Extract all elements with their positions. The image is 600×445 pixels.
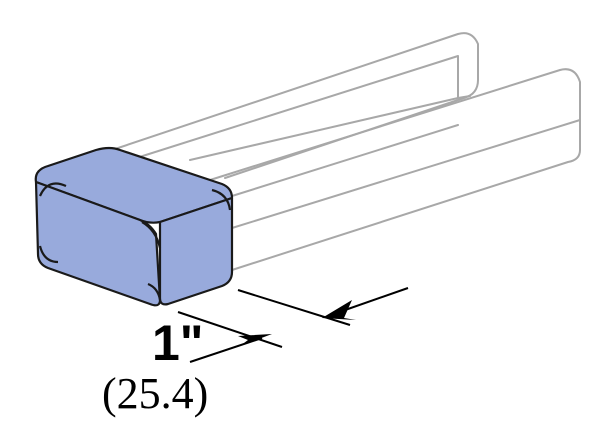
end-cap-bevel-3 — [38, 245, 59, 264]
end-cap-bevel-1 — [38, 182, 67, 197]
rail-body — [111, 32, 581, 271]
rail-front-edge — [231, 124, 459, 197]
end-cap-side-face — [158, 196, 234, 306]
end-cap-bevel-2 — [141, 221, 162, 249]
end-cap-top-face — [34, 146, 234, 224]
dimension-metric-label: (25.4) — [102, 369, 209, 418]
dimension-arrowheads — [238, 300, 356, 346]
arrowhead-right — [322, 300, 356, 320]
rail-back-lower — [129, 55, 459, 161]
end-cap — [34, 146, 234, 307]
dimension-markers — [177, 287, 409, 363]
rail-front-lower — [231, 119, 581, 229]
extension-line-left — [177, 311, 283, 348]
arrowhead-left — [238, 334, 272, 346]
extension-line-right — [237, 289, 351, 326]
end-cap-front-face — [34, 180, 162, 307]
rail-front-upper — [209, 68, 581, 271]
end-cap-bevel-4 — [147, 282, 162, 301]
dimension-imperial-label: 1" — [152, 315, 204, 371]
rail-inner-slot — [189, 95, 471, 161]
end-cap-bevel-5 — [211, 188, 232, 211]
